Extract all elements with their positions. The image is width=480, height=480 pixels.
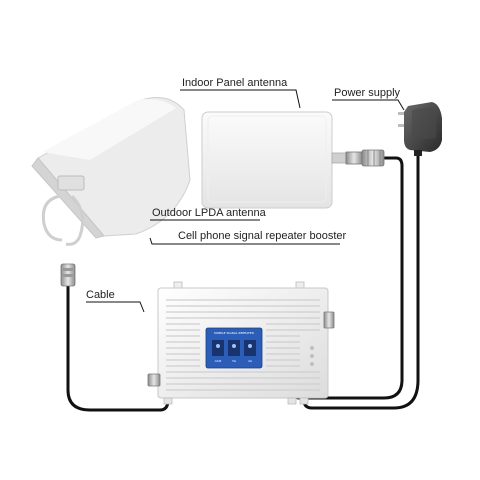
callout-cable — [86, 301, 145, 313]
outdoor-antenna-cable — [66, 284, 170, 412]
indicator-gsm: GSM — [215, 359, 222, 363]
heat-sink-fins — [166, 299, 320, 391]
callout-indoor-antenna — [180, 89, 301, 109]
booster-panel-header: MOBILE SIGNAL REPEATER — [214, 331, 254, 335]
label-cable: Cable — [86, 289, 115, 301]
gsm-led-icon — [216, 344, 220, 348]
label-outdoor-antenna: Outdoor LPDA antenna — [152, 207, 267, 219]
callout-lines — [86, 89, 405, 313]
indicator-4g: 4G — [248, 359, 253, 363]
power-supply-adapter — [398, 102, 442, 156]
label-booster: Cell phone signal repeater booster — [178, 230, 347, 242]
4g-led-icon — [248, 344, 252, 348]
outdoor-lpda-antenna — [31, 97, 191, 287]
3g-led-icon — [232, 344, 236, 348]
indicator-3g: 3G — [232, 359, 237, 363]
callout-power-supply — [332, 99, 405, 111]
indoor-panel-antenna — [201, 111, 385, 209]
label-power-supply: Power supply — [334, 87, 401, 99]
callout-booster — [149, 237, 340, 245]
signal-repeater-booster: MOBILE SIGNAL REPEATER GSM 3G 4G — [147, 281, 335, 405]
label-indoor-antenna: Indoor Panel antenna — [182, 77, 288, 89]
